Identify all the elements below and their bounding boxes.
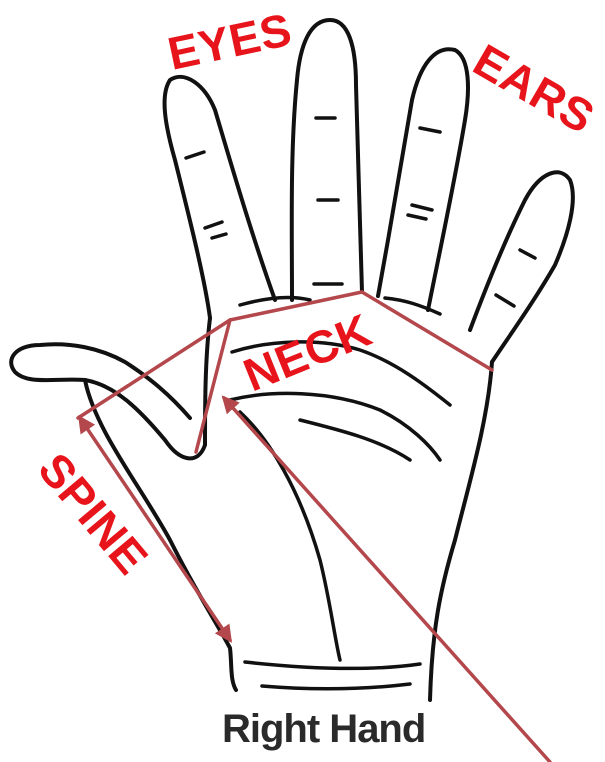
neck-label: NECK xyxy=(236,303,378,401)
eyes-label: EYES xyxy=(163,3,296,80)
wrist-crease xyxy=(245,662,420,668)
palm-right-edge xyxy=(430,362,492,700)
hand-caption: Right Hand xyxy=(222,707,425,751)
little-finger-outline xyxy=(470,172,573,362)
middle-finger-outline xyxy=(292,20,362,300)
index-finger-outline xyxy=(165,77,275,318)
thumb-outline xyxy=(11,318,210,458)
spine-label: SPINE xyxy=(28,443,158,584)
ring-finger-outline xyxy=(378,49,468,310)
ears-label: EARS xyxy=(465,34,603,144)
wrist-crease-lower xyxy=(262,684,410,689)
